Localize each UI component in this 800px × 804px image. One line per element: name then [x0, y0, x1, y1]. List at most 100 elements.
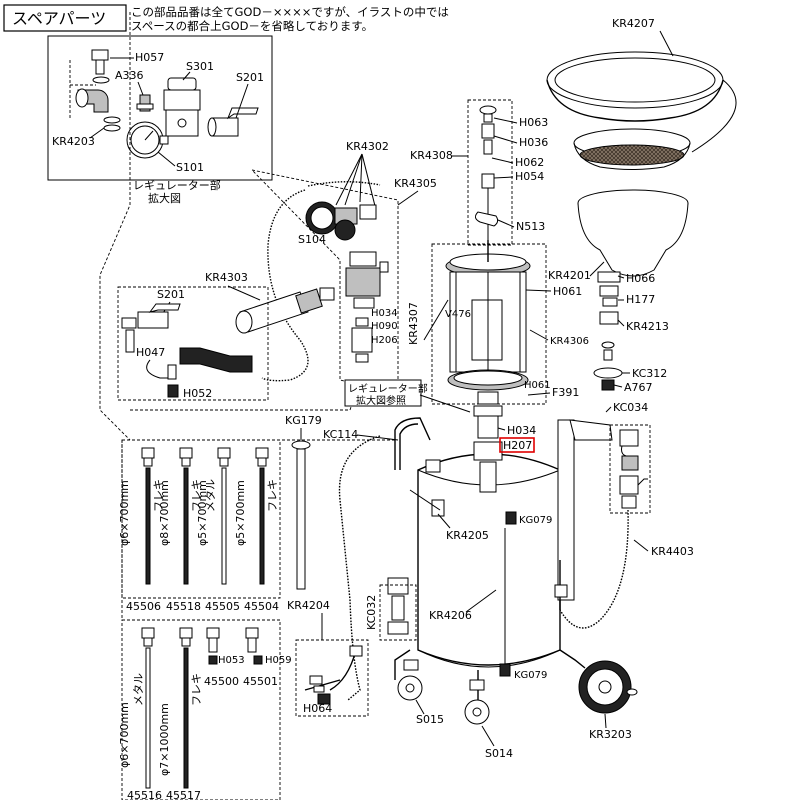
funnel-assembly: KR4207 KR4201 H066 H177 KR4213 KC312 A76…: [546, 17, 737, 414]
header-note-line2: スペースの都合上GOD－を省略しております。: [131, 19, 373, 33]
adapter-45501-code: 45501: [243, 675, 278, 688]
nozzle-45504-kind: フレキ: [266, 479, 279, 512]
label-h047: H047: [136, 346, 165, 359]
label-kr3203: KR3203: [589, 728, 632, 741]
blow-gun-assembly: S201 H047 H052: [117, 286, 269, 401]
inset-caption-line2: 拡大図: [148, 191, 181, 205]
label-h052: H052: [183, 387, 212, 400]
nozzle-45505-kind: メタル: [204, 479, 217, 512]
label-a767: A767: [624, 381, 653, 394]
nozzle-45505: φ5×700mm メタル 45505: [196, 447, 240, 613]
label-a336: A336: [115, 69, 144, 82]
label-kg179: KG179: [285, 414, 322, 427]
nozzle-45518-kind: フレキ: [190, 479, 203, 512]
label-h062: H062: [515, 156, 544, 169]
label-kg079-top: KG079: [519, 515, 552, 526]
label-kr4213: KR4213: [626, 320, 669, 333]
nozzle-45516-code: 45516: [127, 789, 162, 800]
nozzle-45518-code: 45518: [166, 600, 201, 613]
label-s201: S201: [157, 288, 185, 301]
label-s015: S015: [416, 713, 444, 726]
label-kc312: KC312: [632, 367, 667, 380]
label-h207: H207: [503, 439, 532, 452]
label-h063: H063: [519, 116, 548, 129]
label-h206: H206: [371, 335, 398, 346]
label-h057: H057: [135, 51, 164, 64]
label-kr4403: KR4403: [651, 545, 694, 558]
label-kr4306: KR4306: [550, 336, 589, 347]
main-tank: H034 H207 KG179 KC114 KR4205 KG079 KG079…: [285, 414, 638, 760]
label-n513: N513: [516, 220, 545, 233]
nozzle-45516-kind: メタル: [132, 673, 145, 706]
nozzle-45516-size: φ6×700mm: [118, 702, 131, 768]
label-kr4302: KR4302: [346, 140, 389, 153]
label-s301: S301: [186, 60, 214, 73]
adapter-45500: H053 45500: [204, 627, 245, 688]
label-kr4201: KR4201: [548, 269, 591, 282]
nozzle-45506: φ6×700mm フレキ 45506: [118, 447, 165, 613]
nozzle-45504-code: 45504: [244, 600, 279, 613]
label-h034-tank: H034: [507, 424, 536, 437]
label-h090: H090: [371, 321, 398, 332]
nozzle-set-bottom: φ6×700mm メタル 45516 φ7×1000mm フレキ 45517 H…: [118, 619, 292, 802]
nozzle-45505-size: φ5×700mm: [196, 480, 209, 546]
adapter-45501: H059 45501: [243, 627, 292, 688]
gauge-glass-assembly: V476 H061 KR4306 H061 KR4307 F391: [407, 240, 589, 417]
nozzle-45517-kind: フレキ: [190, 673, 203, 706]
spare-parts-header: スペアパーツ この部品品番は全てGOD－××××ですが、イラストの中では スペー…: [3, 4, 449, 33]
label-kg079-bottom: KG079: [514, 670, 547, 681]
kr4204-assembly: KR4204 H064: [287, 599, 369, 717]
label-kr4203: KR4203: [52, 135, 95, 148]
inset-caption-line1: レギュレーター部: [133, 178, 221, 192]
label-kc034: KC034: [613, 401, 648, 414]
label-kr4303: KR4303: [205, 271, 248, 284]
nozzle-45516: φ6×700mm メタル 45516: [118, 627, 162, 802]
nozzle-45504-size: φ5×700mm: [234, 480, 247, 546]
adapter-45500-sub: H053: [218, 655, 245, 666]
label-kr4204: KR4204: [287, 599, 330, 612]
nozzle-45505-code: 45505: [205, 600, 240, 613]
regulator-hose-assembly: KR4302 KR4305 S104 H034 H090 H206 KR4303: [205, 140, 437, 396]
label-kr4207: KR4207: [612, 17, 655, 30]
label-h054: H054: [515, 170, 544, 183]
label-f391: F391: [552, 386, 579, 399]
label-h036: H036: [519, 136, 548, 149]
label-h034-reg: H034: [371, 308, 398, 319]
kr4403-hose-assembly: KR4403: [554, 424, 694, 629]
nozzle-45504: φ5×700mm フレキ 45504: [234, 447, 279, 613]
nozzle-45506-size: φ6×700mm: [118, 480, 131, 546]
label-kr4308: KR4308: [410, 149, 453, 162]
label-kr4305: KR4305: [394, 177, 437, 190]
label-s104: S104: [298, 233, 326, 246]
adapter-45500-code: 45500: [204, 675, 239, 688]
spare-parts-title: スペアパーツ: [12, 9, 106, 28]
nozzle-45506-code: 45506: [126, 600, 161, 613]
nozzle-45517-code: 45517: [166, 789, 201, 800]
adapter-45501-sub: H059: [265, 655, 292, 666]
nozzle-45518-size: φ8×700mm: [158, 480, 171, 546]
nozzle-45506-kind: フレキ: [152, 479, 165, 512]
label-kc032: KC032: [365, 595, 378, 630]
label-h061-bottom: H061: [524, 380, 551, 391]
label-h066: H066: [626, 272, 655, 285]
regulator-inset: H057 A336 S301 S201 KR4203 S101 レギュレーター部…: [47, 35, 273, 205]
label-v476: V476: [445, 309, 471, 320]
kr4308-assembly: KR4308 H063 H036 H062 H054 N513: [410, 99, 548, 246]
regulator-ref-box: レギュレーター部 拡大図参照: [344, 379, 471, 413]
label-kr4205: KR4205: [446, 529, 489, 542]
nozzle-45517: φ7×1000mm フレキ 45517: [158, 627, 203, 802]
label-h177: H177: [626, 293, 655, 306]
ref-box-line1: レギュレーター部: [348, 382, 428, 395]
label-inset-s201: S201: [236, 71, 264, 84]
label-kr4307: KR4307: [407, 302, 420, 345]
nozzle-45517-size: φ7×1000mm: [158, 703, 171, 776]
label-s014: S014: [485, 747, 513, 760]
header-note-line1: この部品品番は全てGOD－××××ですが、イラストの中では: [131, 5, 449, 19]
nozzle-set-top: φ6×700mm フレキ 45506 φ8×700mm フレキ 45518 φ5…: [118, 439, 281, 613]
label-h061-top: H061: [553, 285, 582, 298]
label-kc114: KC114: [323, 428, 358, 441]
h207-highlight-box: [499, 437, 535, 453]
label-s101: S101: [176, 161, 204, 174]
